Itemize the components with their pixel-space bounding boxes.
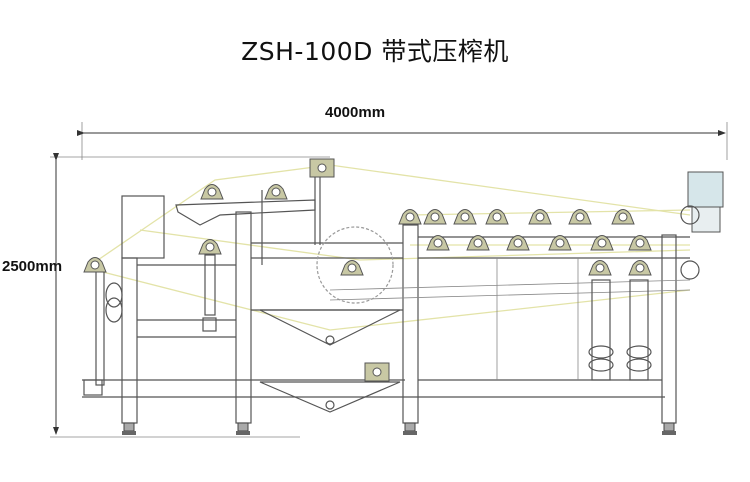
leveling-feet <box>122 422 676 435</box>
width-dimension-label: 4000mm <box>325 104 386 121</box>
bearing-housing <box>364 362 390 382</box>
bearing-block <box>628 235 652 251</box>
bearing-block <box>340 260 364 276</box>
bearing-housing <box>309 158 335 178</box>
bearing-block <box>590 235 614 251</box>
bearing-block <box>628 260 652 276</box>
press-drum <box>316 226 394 304</box>
bearing-block <box>426 235 450 251</box>
bearing-block <box>423 209 447 225</box>
height-dimension-label: 2500mm <box>2 258 63 275</box>
machine-frame <box>82 170 691 424</box>
height-dimension-line <box>50 153 330 438</box>
bearing-block <box>83 257 107 273</box>
bearing-block <box>466 235 490 251</box>
leveling-foot <box>662 422 676 435</box>
width-dimension-line <box>77 122 728 160</box>
bearing-block <box>506 235 530 251</box>
bearing-block <box>200 184 224 200</box>
leveling-foot <box>122 422 136 435</box>
bearing-block <box>548 235 572 251</box>
bearing-block <box>568 209 592 225</box>
bearing-block <box>453 209 477 225</box>
bearing-block <box>485 209 509 225</box>
bearing-block <box>264 184 288 200</box>
bearing-block <box>528 209 552 225</box>
diagram-title: ZSH-100D 带式压榨机 <box>241 37 509 66</box>
bearing-blocks <box>83 158 652 382</box>
bearing-block <box>398 209 422 225</box>
drive-motor <box>680 171 724 280</box>
bearing-block <box>588 260 612 276</box>
leveling-foot <box>403 422 417 435</box>
leveling-foot <box>236 422 250 435</box>
bearing-block <box>611 209 635 225</box>
bearing-block <box>198 239 222 255</box>
